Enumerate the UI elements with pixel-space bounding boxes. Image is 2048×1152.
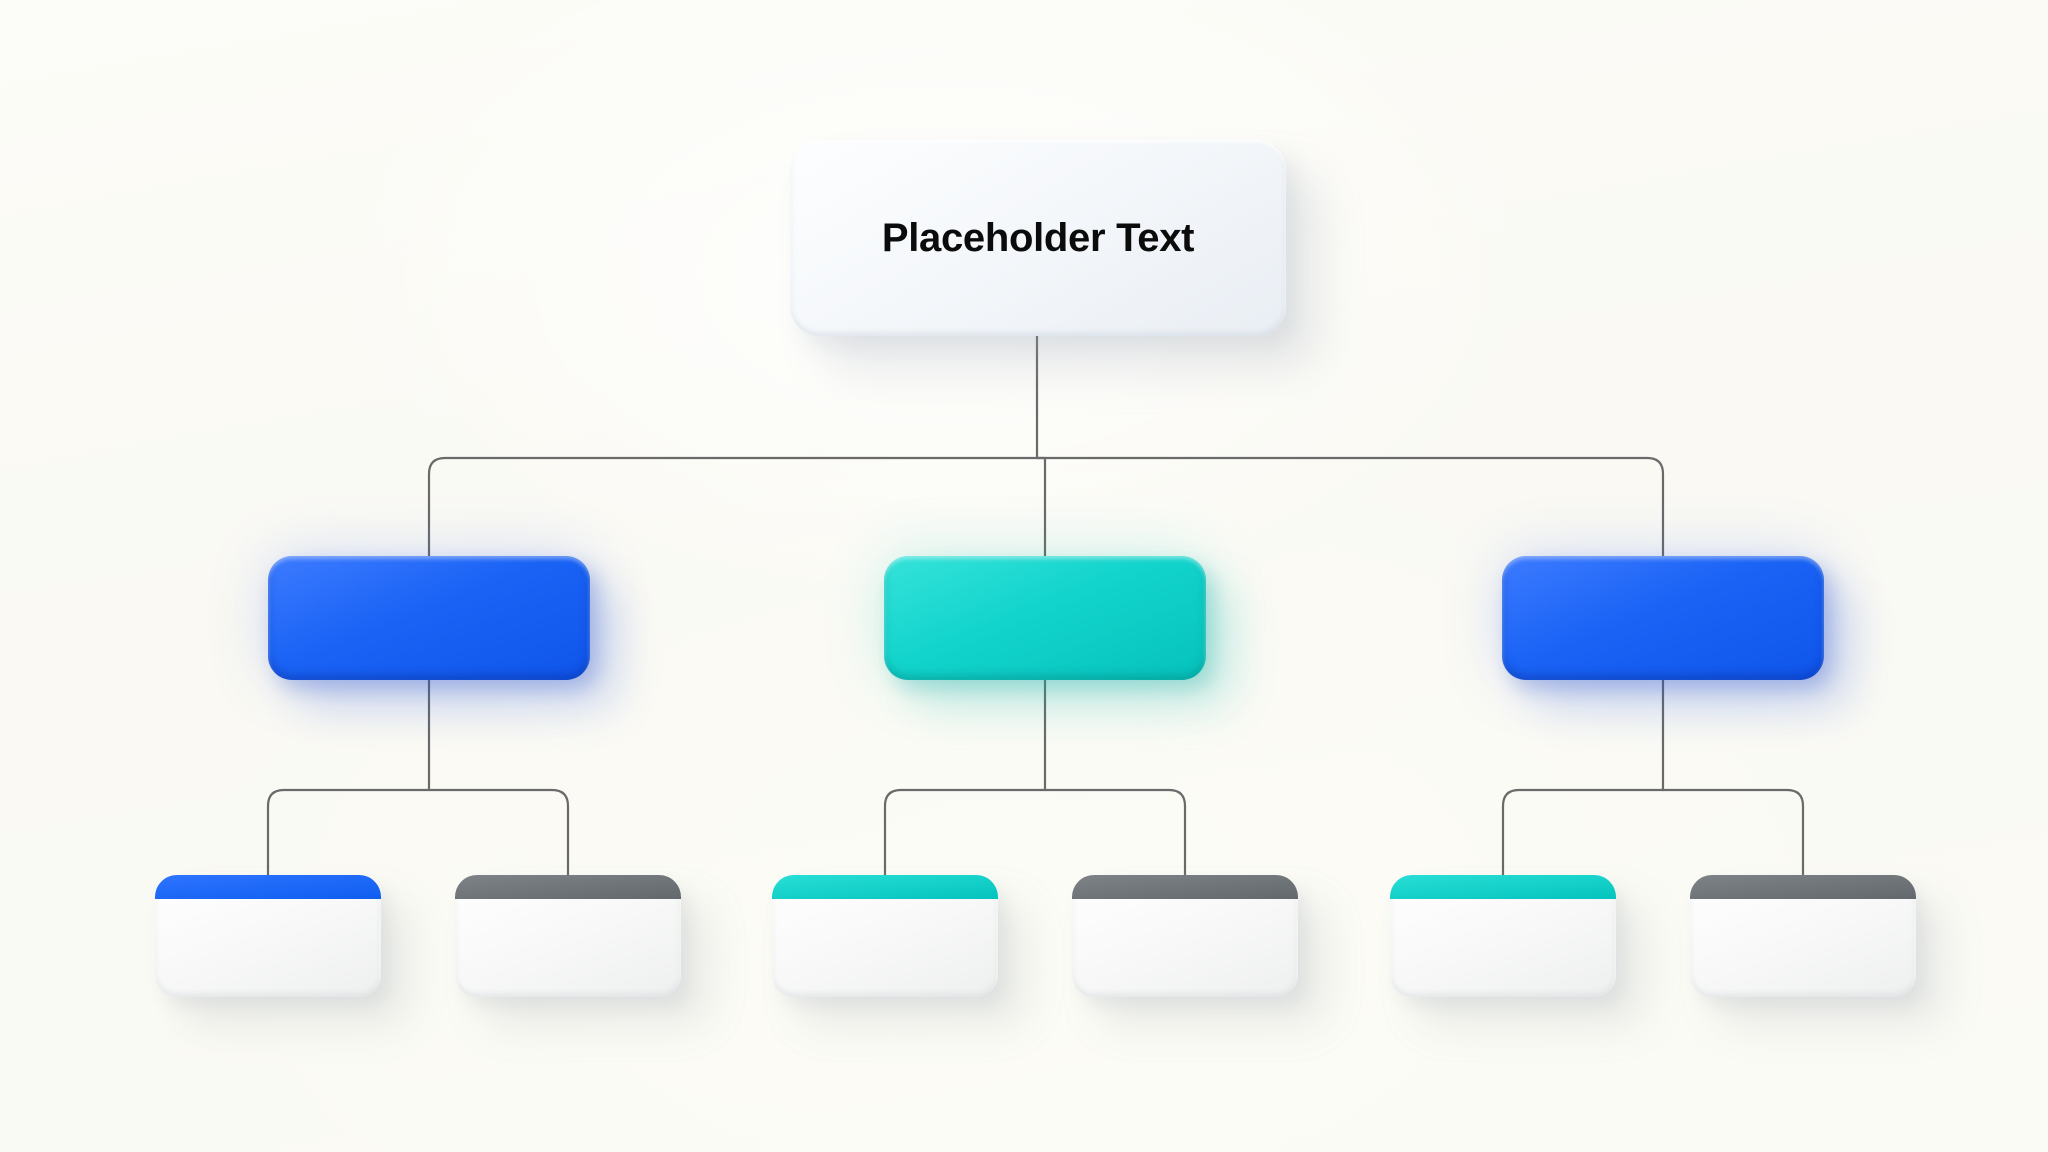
leaf-accent-bar bbox=[772, 875, 998, 899]
connector-l2a-to-leaf-1 bbox=[266, 788, 431, 877]
connector-l2c-to-leaf-6 bbox=[1661, 788, 1805, 877]
connector-l2a-to-leaf-2 bbox=[427, 788, 570, 877]
connector-root-to-l2-a bbox=[427, 456, 1039, 558]
root-node-label: Placeholder Text bbox=[881, 215, 1195, 260]
leaf-accent-bar bbox=[1072, 875, 1298, 899]
leaf-node-6[interactable] bbox=[1690, 875, 1916, 997]
leaf-accent-bar bbox=[1390, 875, 1616, 899]
leaf-accent-bar bbox=[155, 875, 381, 899]
leaf-node-2[interactable] bbox=[455, 875, 681, 997]
leaf-node-4[interactable] bbox=[1072, 875, 1298, 997]
connector-root-to-l2-b bbox=[1035, 456, 1047, 558]
level2-node-label bbox=[884, 556, 885, 557]
level2-node-label bbox=[1502, 556, 1503, 557]
connector-l2b-to-leaf-3 bbox=[883, 788, 1047, 877]
leaf-node-3[interactable] bbox=[772, 875, 998, 997]
connector-root-to-l2-c bbox=[1035, 456, 1665, 558]
connector-l2b-to-leaf-4 bbox=[1043, 788, 1187, 877]
level2-node-teal-center[interactable] bbox=[884, 556, 1206, 680]
level2-node-label bbox=[268, 556, 269, 557]
level2-node-blue-left[interactable] bbox=[268, 556, 590, 680]
leaf-accent-bar bbox=[1690, 875, 1916, 899]
level2-node-blue-right[interactable] bbox=[1502, 556, 1824, 680]
leaf-accent-bar bbox=[455, 875, 681, 899]
leaf-node-5[interactable] bbox=[1390, 875, 1616, 997]
leaf-node-1[interactable] bbox=[155, 875, 381, 997]
connector-l2c-to-leaf-5 bbox=[1501, 788, 1665, 877]
root-node[interactable]: Placeholder Text bbox=[790, 140, 1286, 336]
